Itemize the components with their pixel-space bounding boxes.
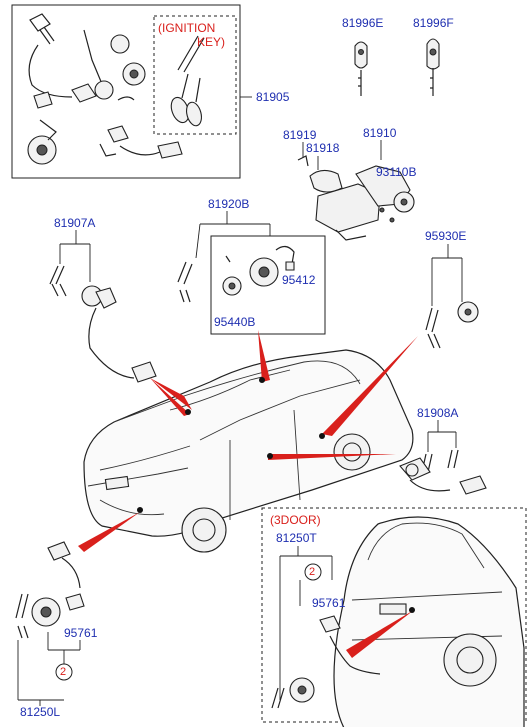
door-lock-cylinder-icon — [177, 245, 295, 303]
label-81918: 81918 — [306, 141, 340, 155]
label-ignition-key-line1: (IGNITION — [158, 21, 216, 35]
label-81996e: 81996E — [342, 16, 384, 30]
label-81920b: 81920B — [208, 197, 250, 211]
label-95412: 95412 — [282, 273, 316, 287]
trunk-lock-icon — [15, 541, 85, 706]
label-95761-left: 95761 — [64, 626, 98, 640]
trunk-lock-95930e — [425, 244, 479, 349]
label-ignition-key-line2: KEY) — [197, 35, 226, 49]
door-lock-81908a — [399, 420, 487, 495]
ignition-set-frame — [11, 4, 241, 179]
label-ref-2-top: 2 — [309, 566, 316, 578]
door-lock-81907a — [49, 230, 157, 383]
callout-pointer-icon — [78, 330, 418, 658]
hatchback-car-icon — [261, 507, 527, 727]
three-door-dashed-frame — [261, 507, 527, 723]
label-95930e: 95930E — [425, 229, 467, 243]
label-81905: 81905 — [256, 90, 290, 104]
label-93110b: 93110B — [376, 165, 417, 179]
label-three-door: (3DOOR) — [270, 513, 321, 527]
key-blank-icon — [354, 38, 440, 96]
sedan-car-icon — [83, 349, 414, 553]
label-95440b: 95440B — [214, 315, 256, 329]
door-lock-group-81920b — [177, 211, 326, 335]
ignition-set-group — [11, 4, 252, 179]
label-81907a: 81907A — [54, 216, 96, 230]
label-81996f: 81996F — [413, 16, 454, 30]
ignition-key-dashed-frame — [153, 15, 237, 135]
label-81250t: 81250T — [276, 531, 317, 545]
label-95761-right: 95761 — [312, 596, 346, 610]
label-81919: 81919 — [283, 128, 317, 142]
ignition-lock-assembly-icon — [27, 13, 205, 165]
label-81250l: 81250L — [20, 705, 61, 719]
label-81908a: 81908A — [417, 406, 459, 420]
door-lock-cylinder-icon — [271, 615, 381, 709]
label-ref-2-bottom: 2 — [60, 666, 67, 678]
label-81910: 81910 — [363, 126, 397, 140]
steering-lock-body-icon — [297, 140, 415, 241]
